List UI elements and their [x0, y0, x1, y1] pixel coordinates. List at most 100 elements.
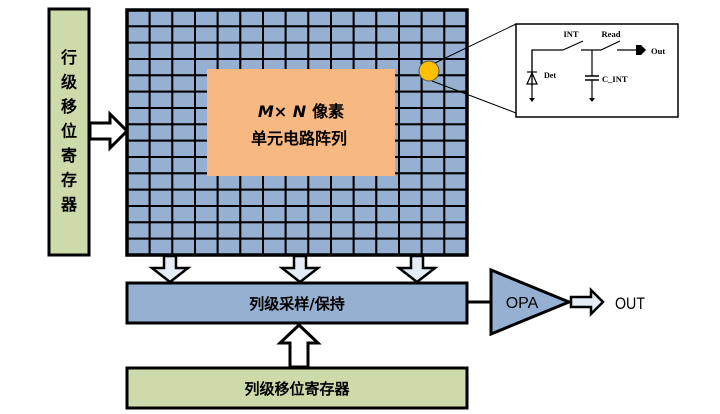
pixel-cell: [352, 41, 378, 61]
pixel-cell: [239, 25, 264, 44]
pixel-cell: [375, 188, 401, 208]
pixel-cell: [262, 9, 287, 28]
pixel-cell: [420, 188, 446, 208]
read-switch-label: Read: [602, 29, 621, 39]
pixel-cell: [398, 123, 423, 142]
pixel-cell: [443, 74, 469, 93]
pixel-cell: [398, 9, 423, 28]
pixel-cell: [126, 123, 151, 142]
pixel-cell: [148, 237, 174, 257]
pixel-cell: [262, 237, 287, 257]
pixel-cell: [239, 41, 264, 61]
pixel-cell: [194, 221, 219, 240]
callout-line-top: [434, 23, 517, 64]
pixel-cell: [284, 237, 310, 257]
pixel-cell: [443, 25, 469, 44]
pixel-cell: [239, 205, 264, 224]
pixel-cell: [420, 90, 446, 109]
pixel-cell: [443, 237, 469, 257]
pixel-cell: [307, 237, 333, 257]
pixel-cell: [398, 25, 423, 44]
pixel-cell: [307, 41, 333, 61]
pixel-circuit-inset: INT Read Out Det C_INT: [515, 23, 679, 118]
row-shift-register-char: 寄: [61, 146, 77, 165]
pixel-cell: [330, 237, 355, 257]
pixel-cell: [443, 123, 469, 142]
pixel-cell: [375, 41, 401, 61]
pixel-cell: [352, 205, 378, 224]
highlighted-pixel: [418, 60, 440, 82]
output-arrow: [569, 286, 605, 318]
pixel-cell: [420, 41, 446, 61]
pixel-cell: [262, 25, 287, 44]
pixel-cell: [171, 123, 196, 142]
pixel-cell: [443, 107, 469, 126]
pixel-cell: [262, 188, 287, 208]
pixel-cell: [126, 139, 151, 159]
pixel-cell: [171, 188, 196, 208]
pixel-cell: [284, 25, 310, 44]
pixel-cell: [194, 237, 219, 257]
pixel-cell: [148, 25, 174, 44]
pixel-cell: [171, 9, 196, 28]
pixel-cell: [216, 25, 242, 44]
pixel-cell: [443, 156, 469, 175]
pixel-cell: [443, 58, 469, 77]
pixel-cell: [216, 188, 242, 208]
pixel-cell: [148, 123, 174, 142]
array-to-sample-hold-arrow: [148, 254, 192, 284]
pixel-cell: [171, 172, 196, 191]
pixel-cell: [126, 188, 151, 208]
pixel-cell: [171, 58, 196, 77]
pixel-cell: [398, 41, 423, 61]
pixel-cell: [398, 221, 423, 240]
pixel-cell: [262, 41, 287, 61]
pixel-cell: [330, 188, 355, 208]
pixel-cell: [126, 172, 151, 191]
pixel-cell: [171, 237, 196, 257]
pixel-cell: [375, 9, 401, 28]
pixel-cell: [284, 221, 310, 240]
pixel-cell: [216, 221, 242, 240]
row-shift-register-char: 位: [61, 122, 77, 141]
column-register-to-sample-hold-arrow: [276, 322, 322, 369]
pixel-cell: [126, 221, 151, 240]
pixel-cell: [443, 9, 469, 28]
row-shift-register-char: 存: [61, 171, 77, 190]
pixel-cell: [126, 156, 151, 175]
column-sample-hold-label: 列级采样/保持: [249, 295, 344, 313]
pixel-cell: [375, 25, 401, 44]
matrix-size-math: M× N: [258, 102, 307, 121]
pixel-cell: [398, 90, 423, 109]
pixel-cell: [352, 188, 378, 208]
pixel-cell: [239, 237, 264, 257]
array-to-sample-hold-arrow: [395, 254, 439, 284]
pixel-cell: [148, 90, 174, 109]
pixel-cell: [171, 221, 196, 240]
pixel-cell: [375, 237, 401, 257]
pixel-cell: [262, 221, 287, 240]
pixel-cell: [330, 41, 355, 61]
column-shift-register-label: 列级移位寄存器: [244, 380, 350, 398]
column-sample-hold-block: [125, 281, 469, 325]
row-shift-register-char: 移: [61, 97, 77, 116]
pixel-cell: [171, 74, 196, 93]
pixel-cell: [126, 107, 151, 126]
pixel-cell: [398, 205, 423, 224]
row-shift-register-char: 级: [61, 73, 78, 92]
pixel-cell: [239, 9, 264, 28]
pixel-cell: [171, 139, 196, 159]
pixel-cell: [126, 237, 151, 257]
pixel-cell: [148, 139, 174, 159]
pixel-cell: [148, 221, 174, 240]
pixel-cell: [307, 188, 333, 208]
pixel-cell: [443, 90, 469, 109]
opa-amplifier: [489, 267, 573, 337]
pixel-cell: [126, 90, 151, 109]
pixel-cell: [126, 9, 151, 28]
pixel-cell: [148, 156, 174, 175]
pixel-cell: [148, 58, 174, 77]
pixel-cell: [216, 9, 242, 28]
pixel-cell: [284, 205, 310, 224]
